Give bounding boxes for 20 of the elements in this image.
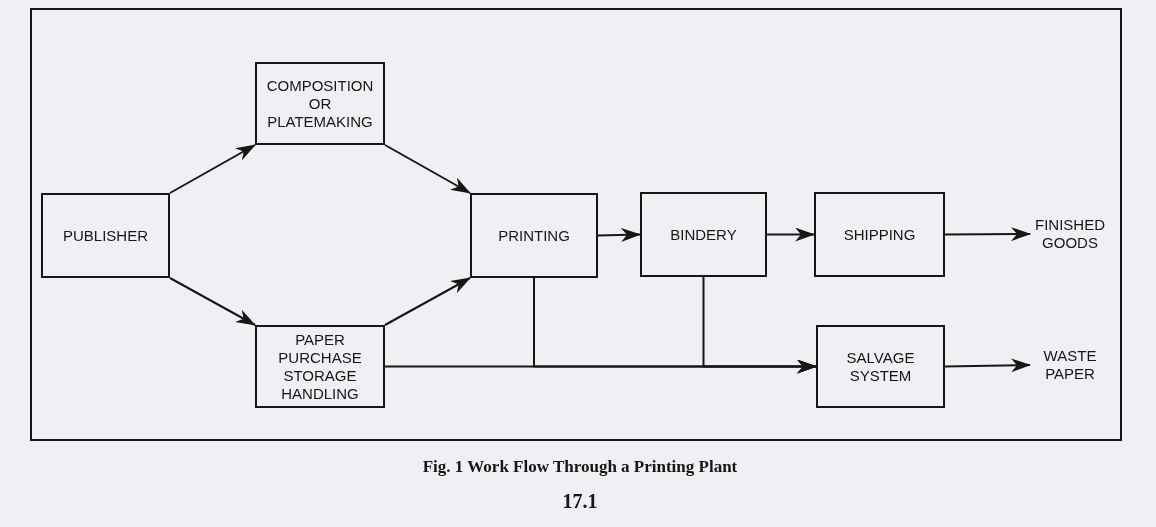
arrow — [944, 358, 1031, 373]
process-box: BINDERY — [640, 192, 767, 277]
process-box: COMPOSITION OR PLATEMAKING — [255, 62, 385, 145]
process-box: SHIPPING — [814, 192, 945, 277]
process-box: PRINTING — [470, 193, 598, 278]
process-box: PUBLISHER — [41, 193, 170, 278]
output-label: FINISHED GOODS — [1030, 214, 1110, 254]
figure-caption: Fig. 1 Work Flow Through a Printing Plant — [421, 456, 739, 478]
process-box: PAPER PURCHASE STORAGE HANDLING — [255, 325, 385, 408]
arrow — [766, 227, 815, 242]
arrow — [169, 144, 256, 194]
page-number: 17.1 — [561, 489, 599, 514]
arrow — [169, 277, 256, 326]
arrow — [384, 277, 471, 326]
arrow — [702, 276, 817, 374]
output-label: WASTE PAPER — [1030, 345, 1110, 385]
arrow — [597, 227, 641, 242]
arrow — [384, 144, 471, 194]
process-box: SALVAGE SYSTEM — [816, 325, 945, 408]
arrow — [944, 227, 1031, 242]
